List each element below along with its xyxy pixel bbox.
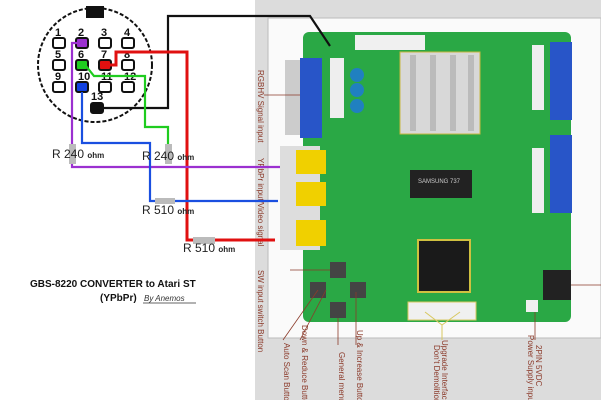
label-rgbhv: RGBHV Signal input (256, 70, 265, 143)
label-upgrade: Upgrade Interface (440, 340, 449, 400)
label-up-increase: Up & Increase Button (355, 330, 364, 400)
pin-1 (52, 37, 66, 49)
resistor-label-1: R 240 ohm (52, 147, 104, 161)
wire-purple (70, 41, 280, 169)
capacitors (350, 68, 364, 113)
label-general-menu: General menu (337, 352, 346, 400)
pin-label-9: 9 (55, 71, 61, 83)
label-power-supply: Power Supply input (526, 335, 535, 400)
wire-green (85, 65, 170, 146)
diagram-title: GBS-8220 CONVERTER to Atari ST (30, 279, 196, 290)
resistor-510-blue (155, 198, 175, 204)
pin-label-4: 4 (124, 27, 131, 39)
diagram-subtitle: (YPbPr) (100, 293, 137, 304)
pin-label-2: 2 (78, 27, 84, 39)
svg-text:SAMSUNG 737: SAMSUNG 737 (418, 179, 461, 185)
pin-4 (121, 37, 135, 49)
label-auto-scan: Auto Scan Button (282, 343, 291, 400)
pin-8 (121, 59, 135, 71)
pin-9 (52, 81, 66, 93)
pin-label-13: 13 (91, 91, 103, 103)
vga-connector-out-2 (550, 135, 572, 213)
rca-jacks (280, 146, 326, 250)
pin-3 (98, 37, 112, 49)
pin-5 (52, 59, 66, 71)
pin-label-7: 7 (101, 49, 107, 61)
resistor-label-2: R 240 ohm (142, 149, 194, 163)
label-power-pin: 2PIN 5VDC (534, 345, 543, 387)
pin-label-8: 8 (124, 49, 130, 61)
resistor-label-3: R 510 ohm (142, 203, 194, 217)
processor-chip (417, 239, 471, 293)
label-dont-demolition: Don't Demolition (432, 345, 441, 400)
memory-chip (410, 170, 472, 198)
upgrade-connector (407, 301, 477, 321)
author-credit: By Anemos (144, 294, 185, 303)
pin-12 (121, 81, 135, 93)
resistor-label-4: R 510 ohm (183, 241, 235, 255)
wire-blue (80, 92, 278, 203)
pin-label-10: 10 (78, 71, 90, 83)
pin-6 (75, 59, 89, 71)
power-jack (543, 270, 571, 300)
resistor-240-green (165, 144, 172, 164)
connector-key (86, 6, 104, 18)
label-down-reduce: Down & Reduce Button (300, 325, 309, 400)
resistor-240-purple (69, 144, 76, 164)
pin-10 (75, 81, 89, 93)
board-labels: RGBHV Signal input YPbPr input/Video sig… (256, 70, 601, 400)
push-buttons (310, 262, 366, 318)
pin-11 (98, 81, 112, 93)
pin-label-3: 3 (101, 27, 107, 39)
resistors (69, 144, 215, 244)
gbs8220-board: SAMSUNG 737 (280, 32, 572, 322)
pin-label-5: 5 (55, 49, 61, 61)
vga-connector-out-1 (550, 42, 572, 120)
label-sw-input: SW input switch Button (256, 270, 265, 352)
resistor-510-red (193, 237, 215, 244)
label-ypbpr: YPbPr input/Video signal (256, 158, 265, 247)
pin-label-6: 6 (78, 49, 84, 61)
vga-connector-in (300, 58, 322, 138)
pin-label-1: 1 (55, 27, 61, 39)
